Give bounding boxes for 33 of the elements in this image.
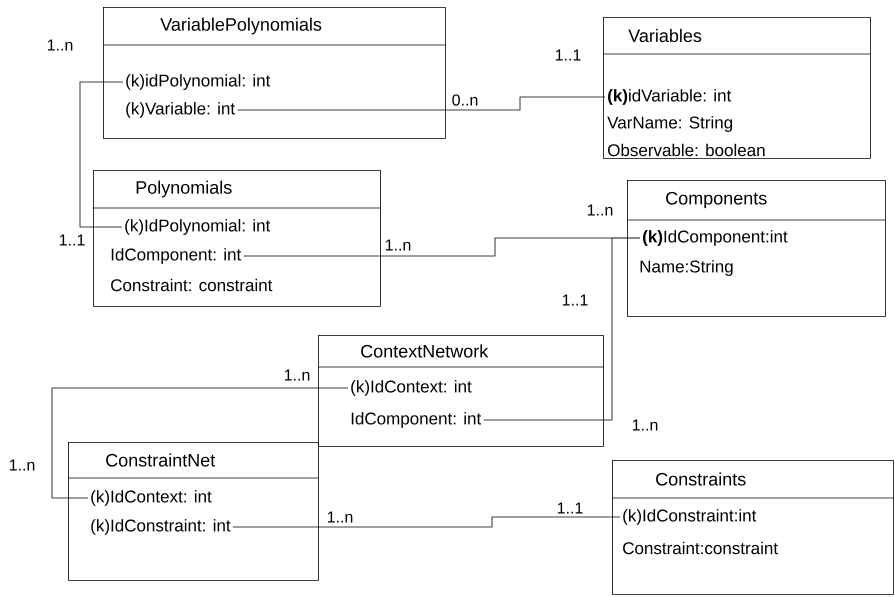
connector-line — [52, 388, 348, 498]
cardinality-label: 1..n — [632, 420, 658, 430]
attribute-row: (k)IdComponent:int — [643, 230, 788, 246]
attribute-row: Observable: boolean — [608, 144, 764, 156]
attribute-row: IdComponent: int — [112, 248, 242, 264]
attribute-row: (k)idVariable: int — [608, 89, 732, 105]
connector-line — [80, 82, 124, 228]
attribute-row: (k)IdConstraint:int — [623, 509, 756, 525]
cardinality-label: 1..n — [328, 511, 352, 522]
cardinality-label: 1..n — [386, 240, 410, 250]
cardinality-label: 1..1 — [558, 502, 583, 514]
attribute-row: Name:String — [640, 260, 733, 276]
cardinality-label: 1..n — [48, 40, 72, 50]
attribute-row: (k)IdConstraint: int — [91, 519, 230, 535]
attribute-row: IdComponent: int — [352, 412, 482, 428]
attribute-row: Constraint: constraint — [111, 278, 272, 292]
cardinality-label: 1..n — [284, 370, 310, 380]
cardinality-label: 1..1 — [556, 50, 581, 60]
connector-line — [483, 238, 640, 420]
cardinality-label: 0..n — [452, 94, 478, 106]
cardinality-label: 1..n — [10, 460, 34, 470]
cardinality-label: 1..n — [588, 204, 612, 216]
attribute-row: Constraint:constraint — [623, 542, 778, 554]
attribute-row: (k)idPolynomial: int — [126, 74, 270, 90]
cardinality-label: 1..1 — [562, 294, 588, 306]
connector-line — [232, 516, 620, 528]
attribute-row: (k)IdContext: int — [351, 380, 472, 396]
attribute-row: (k)Variable: int — [126, 102, 235, 118]
attribute-row: (k)IdPolynomial: int — [125, 219, 270, 235]
attribute-row: VarName: String — [607, 116, 732, 132]
attribute-row: (k)IdContext: int — [91, 490, 212, 506]
cardinality-label: 1..1 — [60, 234, 85, 246]
connector-line — [236, 96, 606, 110]
